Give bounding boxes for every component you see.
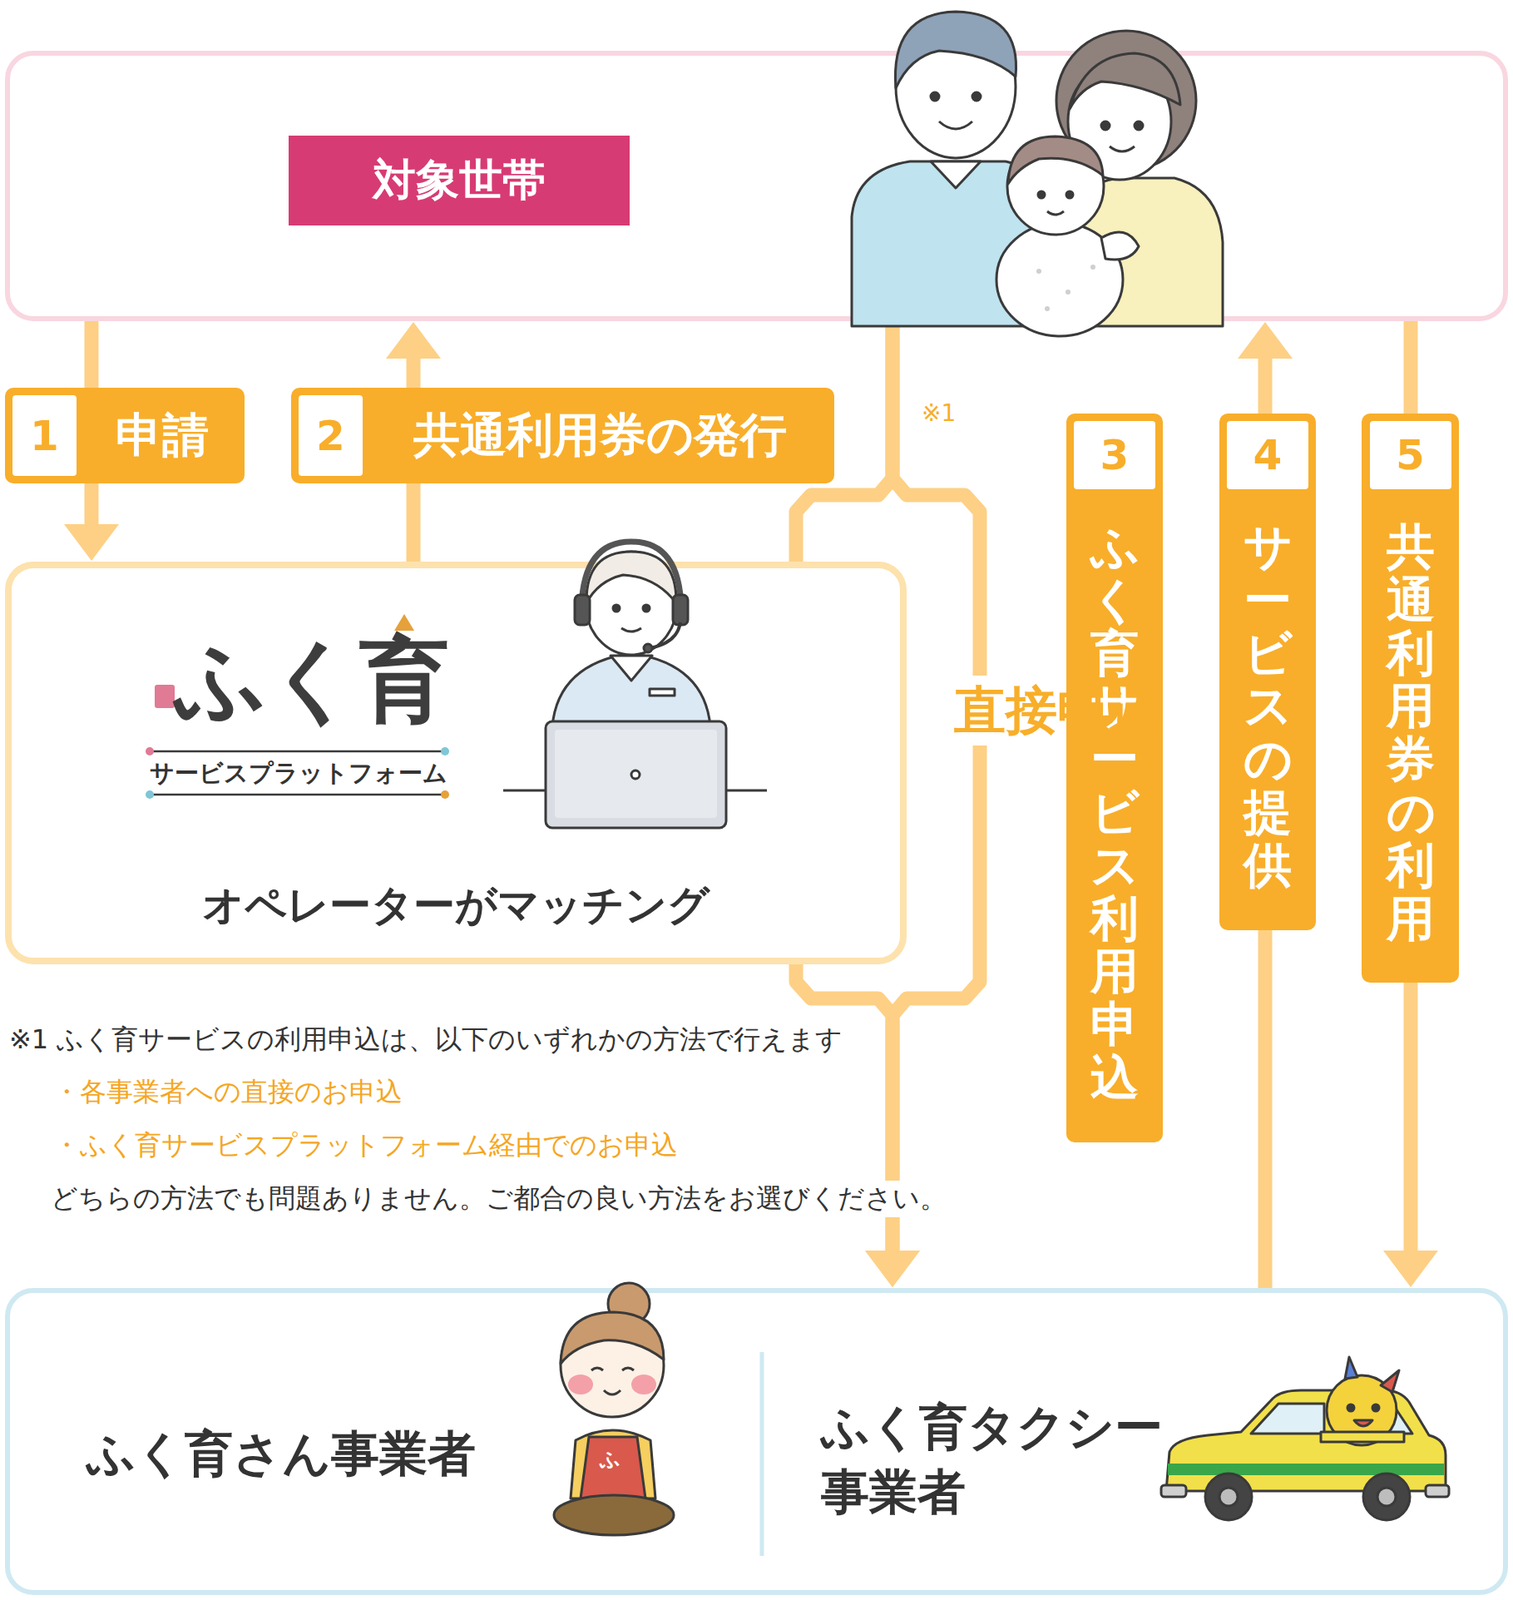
footnote: ※1 ふく育サービスの利用申込は、以下のいずれかの方法で行えます <box>6 1021 846 1059</box>
matching-caption: オペレーターがマッチング <box>11 877 900 934</box>
callout-number: 4 <box>1226 420 1309 490</box>
provider-name: ふく育タクシー 事業者 <box>820 1394 1178 1525</box>
callout-number: 5 <box>1369 420 1452 490</box>
step-badge: 1申請 <box>4 387 245 484</box>
footnote-bullet: ・ふく育サービスプラットフォーム経由でのお申込 <box>50 1127 681 1164</box>
provider-region: ふく育さん事業者 ふく育タクシー 事業者 <box>4 1287 1509 1595</box>
step-label: 共通利用券の利用 <box>1386 520 1435 945</box>
provider-name: ふく育さん事業者 <box>86 1421 476 1487</box>
household-region: 対象世帯 <box>4 50 1509 322</box>
step-badge: 5 共通利用券の利用 <box>1361 413 1459 983</box>
step-label: ふく育サービス利用申込 <box>1090 520 1139 1105</box>
step-badge: 3 ふく育サービス利用申込 <box>1066 413 1163 1143</box>
footnote-bullet: ・各事業者への直接のお申込 <box>50 1073 406 1111</box>
step-label: 共通利用券の発行 <box>362 404 823 468</box>
step-badge: 4 サービスの提供 <box>1219 413 1316 930</box>
callout-number: 3 <box>1073 420 1156 490</box>
step-label: 申請 <box>76 404 233 468</box>
apron-mark: ふ <box>599 1445 621 1473</box>
callout-number: 2 <box>298 395 363 476</box>
logo-subtext: サービスプラットフォーム <box>149 758 448 788</box>
callout-number: 1 <box>12 395 77 476</box>
platform-box: ふく育サービスプラットフォームオペレーターがマッチング <box>4 561 907 965</box>
step-badge: 2共通利用券の発行 <box>291 387 835 484</box>
logo-text: ふく育 <box>174 630 450 730</box>
step-label: サービスの提供 <box>1243 520 1292 893</box>
edge-label: 直接申込 <box>954 675 1006 746</box>
illustration <box>9 55 1513 327</box>
footnote: どちらの方法でも問題ありません。ご都合の良い方法をお選びください。 <box>48 1180 950 1217</box>
footnote-mark: ※1 <box>921 399 956 427</box>
household-tag: 対象世帯 <box>288 135 630 226</box>
